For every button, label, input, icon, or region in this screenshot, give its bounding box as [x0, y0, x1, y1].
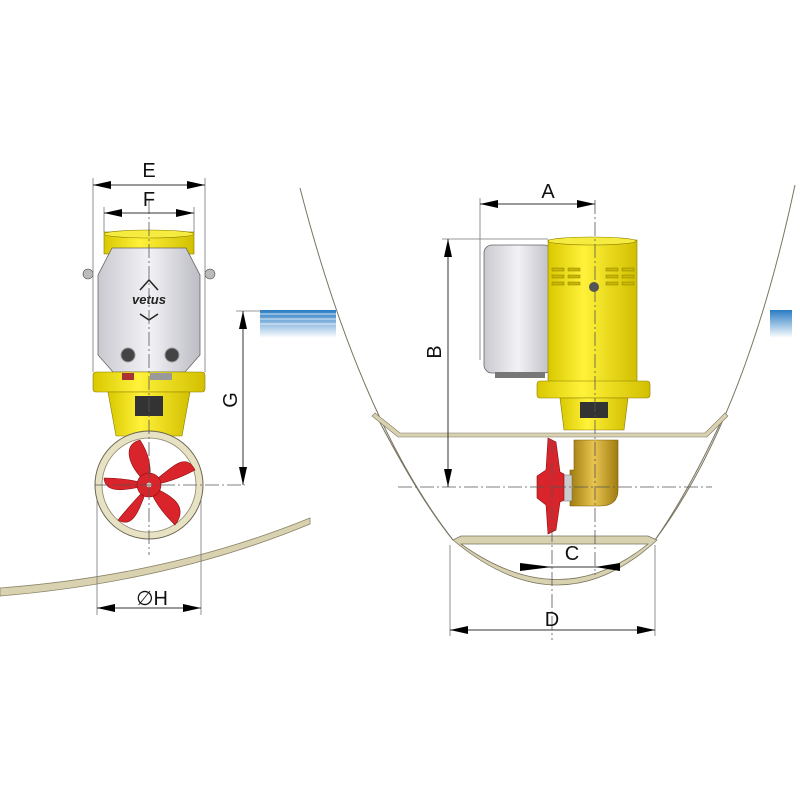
- label-e: E: [142, 160, 155, 182]
- side-flange: [536, 380, 651, 399]
- gear-leg: [569, 439, 619, 507]
- hull-line-left: [0, 517, 311, 597]
- motor-vents: [551, 267, 635, 286]
- label-h: ∅H: [136, 588, 168, 610]
- electric-motor: [547, 239, 638, 383]
- label-c: C: [565, 543, 579, 565]
- cable-gland-icon: [164, 347, 180, 363]
- control-box: [483, 244, 553, 374]
- propeller-side: [536, 437, 565, 535]
- front-view: vetus E F G ∅H: [0, 160, 336, 615]
- label-d: D: [545, 609, 559, 631]
- water-surface-left: [260, 310, 336, 338]
- label-b: B: [424, 345, 446, 358]
- terminal-icon: [589, 282, 599, 292]
- water-surface-right: [770, 310, 792, 338]
- tunnel-deck: [371, 412, 729, 438]
- label-g: G: [220, 392, 242, 408]
- propeller-front: [103, 439, 196, 526]
- side-view: A B C D: [299, 181, 796, 640]
- tunnel-bottom: [452, 535, 658, 586]
- cable-gland-icon: [120, 347, 136, 363]
- label-f: F: [143, 189, 155, 211]
- label-a: A: [541, 181, 555, 203]
